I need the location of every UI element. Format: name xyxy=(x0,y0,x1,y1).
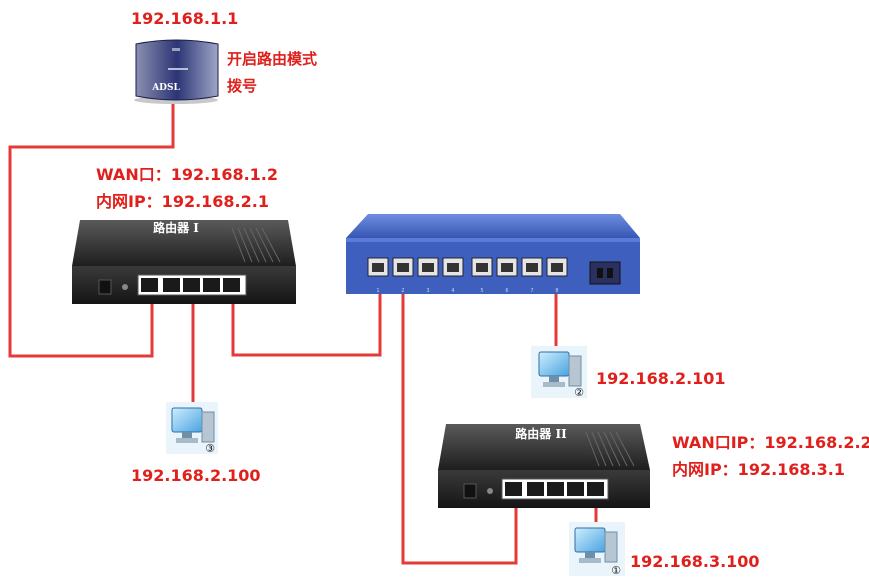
router-2: 路由器 II xyxy=(438,424,650,508)
adsl-modem: ADSL xyxy=(134,39,219,104)
pc1-badge: ① xyxy=(611,564,621,577)
pc3-ip-label: 192.168.2.100 xyxy=(131,466,261,485)
switch-port-number-3: 3 xyxy=(426,288,429,294)
router2-wan-ip-label: WAN口IP：192.168.2.2 xyxy=(672,433,869,452)
switch-port-number-5: 5 xyxy=(480,288,483,294)
router1-lan-port-4 xyxy=(223,278,240,292)
switch-port-number-1: 1 xyxy=(376,288,379,294)
router1-wan-port xyxy=(141,278,158,292)
router2-name-label: 路由器 II xyxy=(515,426,567,441)
pc-2: ② xyxy=(531,346,587,399)
pc2-ip-label: 192.168.2.101 xyxy=(596,369,726,388)
computer-icon xyxy=(171,407,203,433)
router1-lan-port-3 xyxy=(203,278,220,292)
router2-lan-ip-label: 内网IP：192.168.3.1 xyxy=(672,460,845,479)
pc1-ip-label: 192.168.3.100 xyxy=(630,552,760,571)
modem-ip-label: 192.168.1.1 xyxy=(131,9,239,28)
switch-fiber-port xyxy=(589,261,621,285)
pc2-badge: ② xyxy=(574,386,584,399)
network-switch: 1 2 3 4 5 6 7 8 xyxy=(346,214,640,294)
router2-wan-port xyxy=(505,482,522,496)
switch-port-number-4: 4 xyxy=(451,288,454,294)
switch-port-number-7: 7 xyxy=(530,288,533,294)
cable-router1-to-switch xyxy=(231,278,382,357)
router2-lan-port-4 xyxy=(587,482,604,496)
router2-lan-port-3 xyxy=(567,482,584,496)
switch-port-number-6: 6 xyxy=(505,288,508,294)
router1-lan-port-1 xyxy=(163,278,180,292)
router1-name-label: 路由器 I xyxy=(153,220,199,235)
pc-1: ① xyxy=(569,522,625,577)
switch-port-number-2: 2 xyxy=(401,288,404,294)
pc3-badge: ③ xyxy=(205,442,215,455)
modem-dial-note: 拨号 xyxy=(227,77,258,95)
router1-lan-port-2 xyxy=(183,278,200,292)
cable-modem-to-router1-wan xyxy=(8,100,175,358)
router-1: 路由器 I xyxy=(72,220,296,304)
switch-ports xyxy=(367,257,568,277)
router2-lan-port-1 xyxy=(527,482,544,496)
computer-icon xyxy=(574,527,606,553)
router1-lan-ip-label: 内网IP：192.168.2.1 xyxy=(96,192,269,211)
modem-brand-text: ADSL xyxy=(151,83,180,93)
pc-3: ③ xyxy=(166,402,218,455)
switch-port-number-8: 8 xyxy=(555,288,558,294)
modem-mode-note: 开启路由模式 xyxy=(227,50,318,68)
router2-lan-port-2 xyxy=(547,482,564,496)
computer-icon xyxy=(538,351,570,377)
router1-wan-ip-label: WAN口：192.168.1.2 xyxy=(96,165,279,184)
cable-switch-to-router2-wan xyxy=(401,278,518,565)
